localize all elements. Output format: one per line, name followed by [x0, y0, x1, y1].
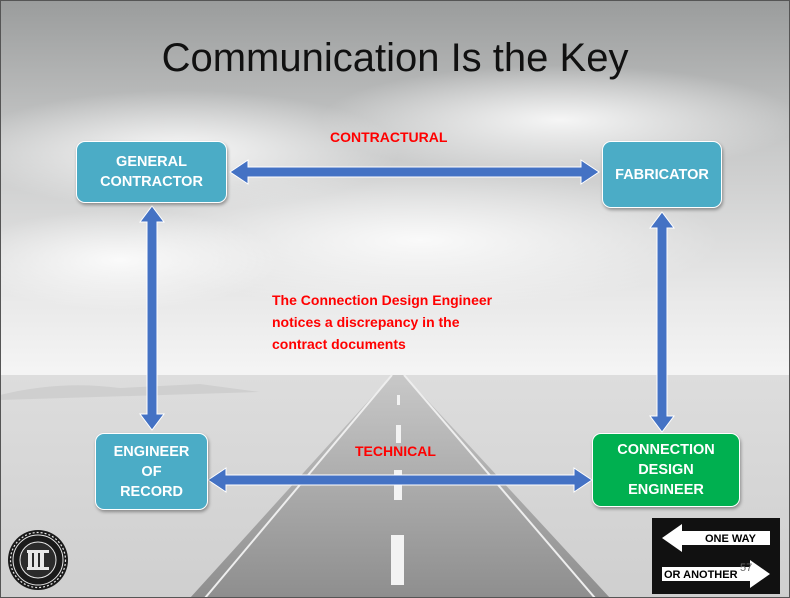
note-line: The Connection Design Engineer	[272, 292, 493, 308]
sign-top-text: ONE WAY	[705, 533, 756, 545]
discrepancy-note: The Connection Design Engineer notices a…	[272, 289, 492, 355]
contractual-arrow	[229, 159, 600, 185]
page-number: 57	[740, 562, 753, 574]
aisc-seal-icon	[8, 530, 68, 590]
gc-eor-arrow	[139, 205, 165, 431]
note-line: contract documents	[272, 336, 406, 352]
fabricator-cde-arrow	[649, 211, 675, 433]
contractual-label: CONTRACTURAL	[330, 129, 448, 145]
sign-bottom-text: OR ANOTHER	[664, 569, 738, 581]
slide-title: Communication Is the Key	[161, 36, 629, 80]
general-contractor-box: GENERAL CONTRACTOR	[76, 141, 227, 203]
one-way-sign-icon	[652, 518, 780, 594]
engineer-of-record-box: ENGINEER OF RECORD	[95, 433, 208, 510]
note-line: notices a discrepancy in the	[272, 314, 460, 330]
connection-design-engineer-box: CONNECTION DESIGN ENGINEER	[592, 433, 740, 507]
technical-label: TECHNICAL	[355, 443, 436, 459]
technical-arrow	[207, 467, 593, 493]
fabricator-box: FABRICATOR	[602, 141, 722, 208]
